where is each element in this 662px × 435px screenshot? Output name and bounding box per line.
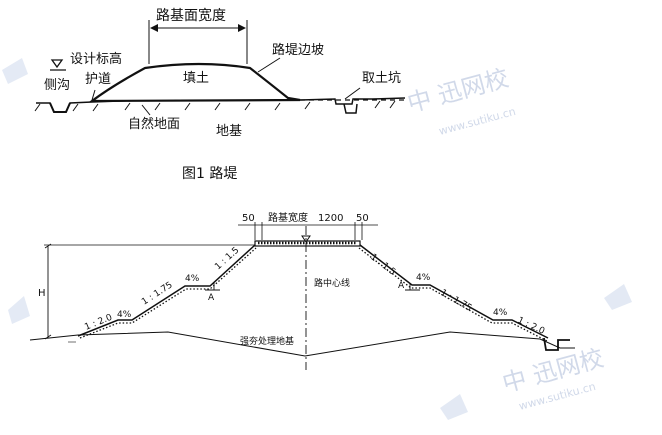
pct-left-lower: 4% — [117, 310, 132, 320]
borrow-pit-label: 取土坑 — [362, 71, 401, 86]
right-slope-dots — [358, 247, 548, 342]
slope-right-upper: 1 : 1.5 — [368, 252, 397, 277]
slope-right-mid: 1 : 1.75 — [439, 288, 474, 314]
right-section-marker — [405, 283, 420, 291]
side-ditch-label: 侧沟 — [44, 78, 70, 93]
slope-label: 路堤边坡 — [272, 42, 324, 58]
foundation-label: 地基 — [216, 124, 242, 139]
watermark: 中 迅网校 www.sutiku.cn 中 迅网校 www.sutiku.cn — [2, 58, 632, 420]
ground-hatch — [34, 100, 396, 112]
borrow-pit-notch — [343, 103, 358, 114]
watermark-url: www.sutiku.cn — [437, 105, 517, 138]
left-margin-label: 50 — [242, 213, 255, 224]
watermark-book-icon — [2, 58, 632, 420]
width-value: 1200 — [318, 213, 343, 224]
left-section-marker — [205, 283, 220, 291]
top-width-dim-ticks — [254, 222, 363, 240]
figure2-cross-section: 50 路基宽度 1200 50 H 路中心线 强夯处理地基 1 : 2.0 1 … — [29, 211, 575, 370]
foundation-line — [29, 331, 575, 357]
berm-leader — [91, 89, 96, 101]
figure1-caption: 图1 路堤 — [182, 166, 237, 182]
slope-left-lower: 1 : 2.0 — [83, 313, 114, 333]
fill-label: 填土 — [183, 71, 209, 86]
height-label: H — [38, 288, 46, 299]
pct-left-upper: 4% — [185, 274, 200, 284]
right-margin-label: 50 — [356, 213, 369, 224]
reinforced-foundation-label: 强夯处理地基 — [240, 335, 294, 347]
design-elevation-icon — [50, 59, 66, 71]
natural-ground-leader — [141, 104, 151, 116]
slope-leader — [257, 57, 281, 73]
right-side-ditch — [543, 337, 570, 351]
berm-label: 护道 — [85, 72, 111, 87]
width-label: 路基宽度 — [268, 211, 308, 224]
section-a-right: A — [398, 281, 405, 291]
embankment-fill — [88, 62, 301, 103]
natural-ground-label: 自然地面 — [128, 116, 180, 132]
road-width-label: 路基面宽度 — [156, 7, 226, 24]
slope-right-lower: 1 : 2.0 — [516, 316, 547, 337]
centerline-label: 路中心线 — [314, 277, 350, 289]
pct-right-lower: 4% — [493, 308, 508, 318]
figure1-embankment: 路基面宽度 设计标高 填土 路堤边坡 侧沟 护道 取土坑 自然地面 地基 图1 … — [34, 7, 406, 182]
right-slope-profile — [359, 244, 549, 339]
borrow-pit-leader — [344, 87, 361, 100]
slope-left-upper: 1 : 1.5 — [213, 246, 241, 273]
left-slope-profile — [77, 244, 256, 337]
height-dim-ticks — [44, 243, 52, 340]
side-ditch — [49, 102, 71, 113]
section-a-left: A — [208, 293, 215, 303]
design-elevation-label: 设计标高 — [70, 51, 122, 67]
pct-right-upper: 4% — [416, 273, 431, 283]
elevation-marker-icon — [301, 235, 311, 243]
